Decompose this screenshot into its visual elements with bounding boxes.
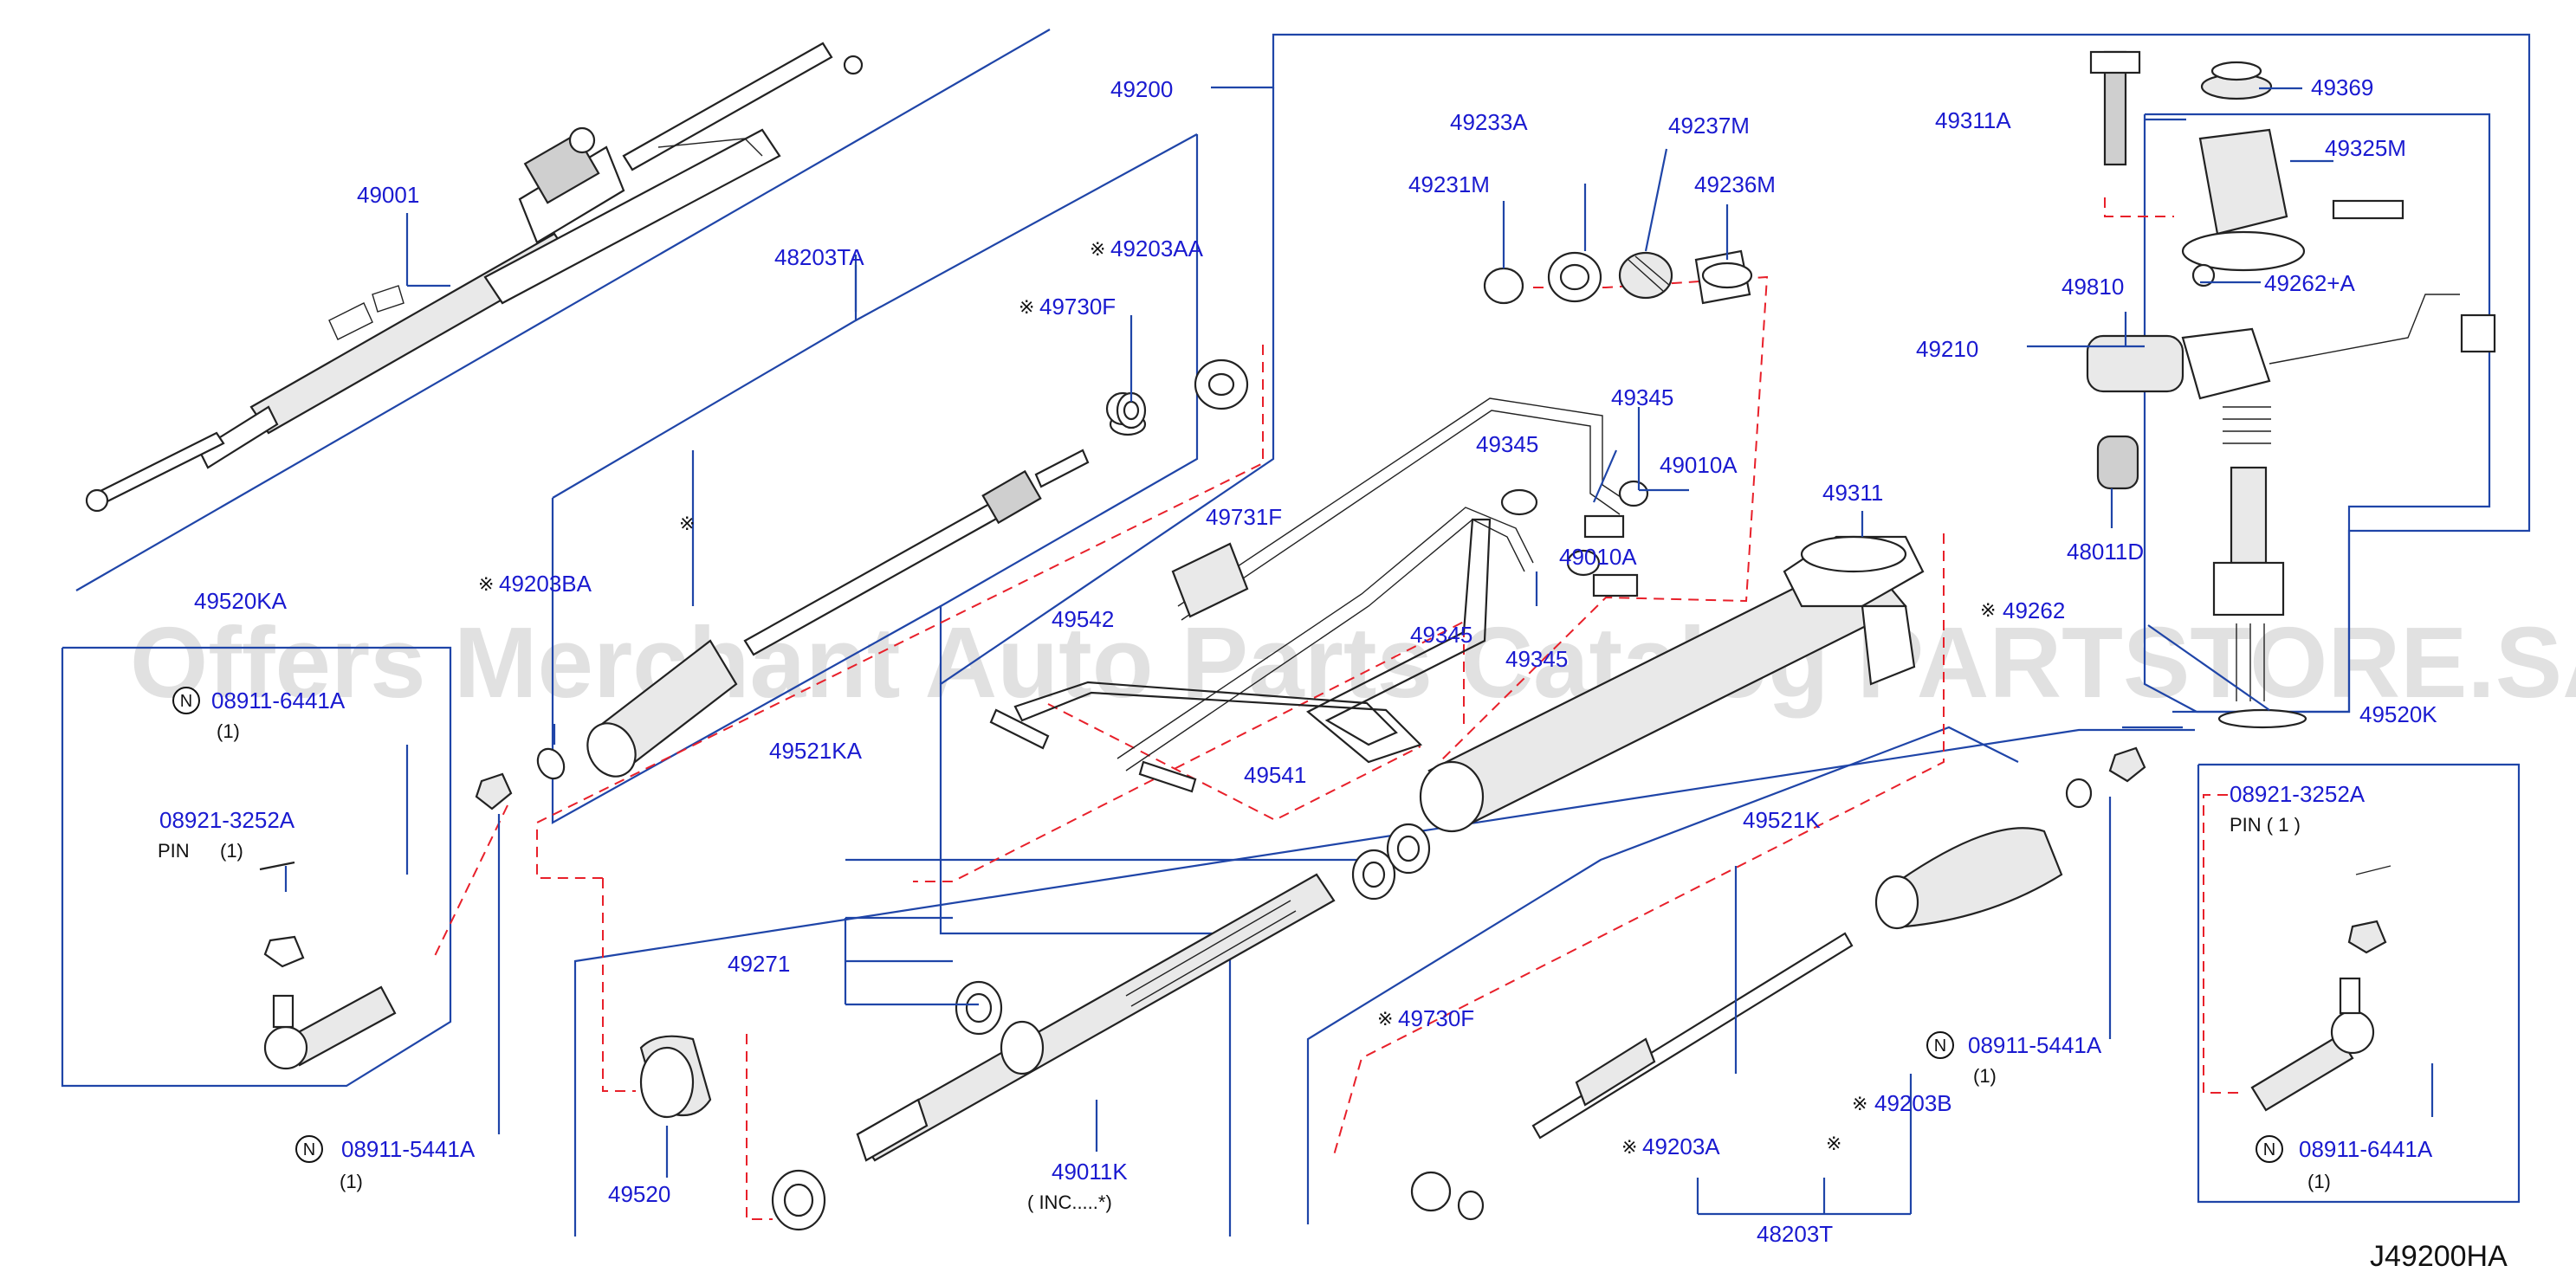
pin-right: PIN ( 1 ) [2230,814,2301,836]
label-49520KA[interactable]: 49520KA [194,588,288,614]
n-badge-right-bottom [2256,1135,2283,1163]
svg-text:N: N [2263,1140,2275,1159]
label-49345-d[interactable]: 49345 [1505,646,1568,672]
asterisk-49730F-top: ※ [1019,296,1034,318]
label-49521KA[interactable]: 49521KA [769,738,863,764]
rack-assembly-49001 [85,42,864,513]
label-49325M[interactable]: 49325M [2325,135,2406,161]
label-49541[interactable]: 49541 [1244,762,1306,788]
tie-rod-end-right [2250,865,2392,1112]
label-49810[interactable]: 49810 [2061,274,2124,300]
label-49200[interactable]: 49200 [1110,76,1173,102]
label-49210[interactable]: 49210 [1916,336,1978,362]
label-49345-c[interactable]: 49345 [1410,622,1472,648]
asterisk-49262: ※ [1980,599,1996,621]
label-49731F[interactable]: 49731F [1206,504,1282,530]
label-08911-6441A-right[interactable]: 08911-6441A [2299,1136,2433,1162]
spring-seal-row [1483,249,1753,305]
asterisk-49203BA: ※ [478,573,494,595]
label-49345-b[interactable]: 49345 [1476,431,1538,457]
label-49542[interactable]: 49542 [1052,606,1114,632]
label-49203BA[interactable]: 49203BA [499,571,592,597]
svg-text:N: N [303,1140,315,1159]
pin-left: PIN [158,840,190,862]
qty-08911-5441A-left: (1) [340,1171,363,1192]
label-49520K[interactable]: 49520K [2359,701,2437,727]
label-49311[interactable]: 49311 [1822,480,1883,506]
gear-housing [1419,535,1925,833]
asterisk-center-left: ※ [679,513,695,534]
label-08921-3252A-left[interactable]: 08921-3252A [159,807,295,833]
valve-group [2086,50,2496,729]
label-49262-A[interactable]: 49262+A [2264,270,2355,296]
label-49237M[interactable]: 49237M [1668,113,1750,139]
leader-lines [284,87,2434,1216]
asterisk-49203A: ※ [1621,1136,1637,1158]
label-49369[interactable]: 49369 [2311,74,2373,100]
watermark: Offers Merchant Auto Parts Catalog PARTS… [130,606,2576,719]
label-49011K[interactable]: 49011K [1052,1159,1128,1185]
label-48011D[interactable]: 48011D [2067,539,2144,565]
asterisk-lower-center: ※ [1826,1133,1841,1154]
label-49203A[interactable]: 49203A [1642,1133,1720,1159]
label-49001[interactable]: 49001 [357,182,419,208]
label-49311A[interactable]: 49311A [1935,107,2011,133]
tie-rod-right [1410,746,2146,1221]
qty-08911-5441A-right: (1) [1973,1065,1997,1087]
seals-and-fittings [639,391,1649,1231]
label-49521K[interactable]: 49521K [1743,807,1821,833]
label-49262[interactable]: 49262 [2003,597,2065,623]
qty-08911-6441A-left: (1) [217,720,240,742]
label-49233A[interactable]: 49233A [1450,109,1528,135]
part-labels: 49001 49200 48203TA ※ 49203AA ※ 49730F ※… [158,74,2437,1247]
n-badge-left-bottom [295,1135,323,1163]
label-49231M[interactable]: 49231M [1408,171,1490,197]
tie-rod-end-left [259,772,513,1070]
label-48203T[interactable]: 48203T [1757,1221,1833,1247]
label-08911-6441A-left[interactable]: 08911-6441A [211,688,346,714]
label-49271[interactable]: 49271 [728,951,790,977]
label-49345-a[interactable]: 49345 [1611,384,1673,410]
asterisk-49730F-bottom: ※ [1377,1008,1393,1030]
hydraulic-lines [989,397,1629,793]
n-badge-right-top [1926,1031,1954,1059]
label-49203B[interactable]: 49203B [1874,1090,1952,1116]
label-49203AA[interactable]: 49203AA [1110,236,1204,262]
qty-08911-6441A-right: (1) [2307,1171,2331,1192]
label-48203TA[interactable]: 48203TA [774,244,864,270]
label-49730F-bottom[interactable]: 49730F [1398,1005,1474,1031]
pin-left-qty: (1) [220,840,243,862]
asterisk-49203AA: ※ [1090,238,1105,260]
label-08921-3252A-right[interactable]: 08921-3252A [2230,781,2366,807]
label-08911-5441A-left[interactable]: 08911-5441A [341,1136,476,1162]
rack-shaft [856,873,1336,1162]
label-49010A-a[interactable]: 49010A [1660,452,1738,478]
asterisk-49203B: ※ [1852,1093,1867,1114]
inc-note: ( INC.....*) [1027,1191,1112,1213]
svg-text:N: N [180,692,192,711]
label-49730F-top[interactable]: 49730F [1039,294,1116,320]
n-badges: N N N N [172,687,2283,1163]
diagram-code: J49200HA [2370,1240,2508,1273]
frame-lines [61,29,2531,1237]
label-49010A-b[interactable]: 49010A [1559,544,1637,570]
label-49236M[interactable]: 49236M [1694,171,1776,197]
svg-text:N: N [1934,1036,1946,1056]
label-49520[interactable]: 49520 [608,1181,670,1207]
n-badge-left-top [172,687,200,714]
label-08911-5441A-right[interactable]: 08911-5441A [1968,1032,2102,1058]
